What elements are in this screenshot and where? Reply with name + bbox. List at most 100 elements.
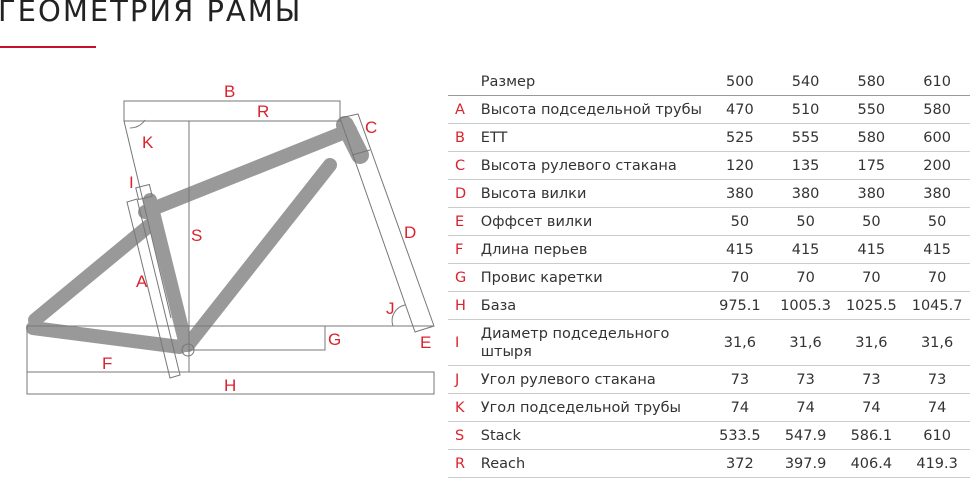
row-value: 70 — [838, 263, 905, 292]
row-value: 73 — [904, 365, 970, 394]
label-E: E — [420, 333, 431, 352]
row-value: 70 — [707, 263, 773, 292]
row-value: 70 — [772, 263, 839, 292]
row-key: H — [448, 291, 481, 320]
row-label: Высота вилки — [480, 179, 708, 208]
row-label: Провис каретки — [480, 263, 708, 292]
row-value: 419.3 — [904, 449, 970, 478]
row-label: Угол подседельной трубы — [480, 393, 708, 422]
row-value: 31,6 — [772, 319, 839, 366]
row-value: 470 — [707, 95, 773, 124]
label-K: K — [142, 133, 154, 152]
row-value: 1045.7 — [904, 291, 970, 320]
row-value: 510 — [772, 95, 839, 124]
row-label: Высота рулевого стакана — [480, 151, 708, 180]
size-header: 540 — [772, 68, 839, 96]
frame-tubes — [26, 116, 369, 354]
title-underline — [0, 46, 96, 48]
row-value: 74 — [707, 393, 773, 422]
row-value: 74 — [838, 393, 905, 422]
row-value: 580 — [904, 95, 970, 124]
row-value: 533.5 — [707, 421, 773, 450]
row-value: 525 — [707, 123, 773, 152]
row-value: 380 — [772, 179, 839, 208]
row-label: ETT — [480, 123, 708, 152]
row-value: 1025.5 — [838, 291, 905, 320]
row-value: 74 — [772, 393, 839, 422]
label-B: B — [224, 82, 235, 101]
row-value: 31,6 — [838, 319, 905, 366]
row-value: 380 — [838, 179, 905, 208]
row-value: 415 — [772, 235, 839, 264]
label-R: R — [257, 102, 269, 121]
row-value: 74 — [904, 393, 970, 422]
row-value: 50 — [707, 207, 773, 236]
row-value: 975.1 — [707, 291, 773, 320]
row-value: 406.4 — [838, 449, 905, 478]
row-value: 135 — [772, 151, 839, 180]
row-value: 372 — [707, 449, 773, 478]
row-label: Reach — [480, 449, 708, 478]
row-key: J — [448, 365, 481, 394]
row-key: S — [448, 421, 481, 450]
row-label: Длина перьев — [480, 235, 708, 264]
page-title: ГЕОМЕТРИЯ РАМЫ — [0, 0, 303, 28]
size-header: 500 — [707, 68, 773, 96]
row-value: 380 — [707, 179, 773, 208]
row-value: 50 — [772, 207, 839, 236]
row-label: Угол рулевого стакана — [480, 365, 708, 394]
row-key: D — [448, 179, 481, 208]
row-value: 555 — [772, 123, 839, 152]
row-key: A — [448, 95, 481, 124]
label-I: I — [129, 173, 134, 192]
label-F: F — [102, 354, 112, 373]
row-value: 50 — [838, 207, 905, 236]
row-key: R — [448, 449, 481, 478]
row-value: 580 — [838, 123, 905, 152]
row-key: C — [448, 151, 481, 180]
label-G: G — [328, 330, 341, 349]
row-value: 550 — [838, 95, 905, 124]
label-S: S — [191, 226, 202, 245]
label-C: C — [365, 118, 377, 137]
row-value: 586.1 — [838, 421, 905, 450]
size-header: 580 — [838, 68, 905, 96]
row-key: G — [448, 263, 481, 292]
row-value: 73 — [772, 365, 839, 394]
row-value: 415 — [904, 235, 970, 264]
frame-geometry-diagram: B R K C I S D A J G E F H — [26, 82, 435, 395]
row-key: I — [448, 319, 481, 366]
row-key: K — [448, 393, 481, 422]
row-value: 380 — [904, 179, 970, 208]
row-value: 31,6 — [707, 319, 773, 366]
row-value: 31,6 — [904, 319, 970, 366]
table-header-row: Размер 500 540 580 610 — [448, 68, 970, 96]
row-label: Высота подседельной трубы — [480, 95, 708, 124]
row-value: 397.9 — [772, 449, 839, 478]
row-value: 50 — [904, 207, 970, 236]
row-value: 547.9 — [772, 421, 839, 450]
row-label: Диаметр подседельного штыря — [480, 319, 708, 366]
row-value: 610 — [904, 421, 970, 450]
row-value: 415 — [838, 235, 905, 264]
row-label: Оффсет вилки — [480, 207, 708, 236]
row-value: 175 — [838, 151, 905, 180]
row-value: 200 — [904, 151, 970, 180]
row-value: 120 — [707, 151, 773, 180]
row-key: B — [448, 123, 481, 152]
row-label: Stack — [480, 421, 708, 450]
